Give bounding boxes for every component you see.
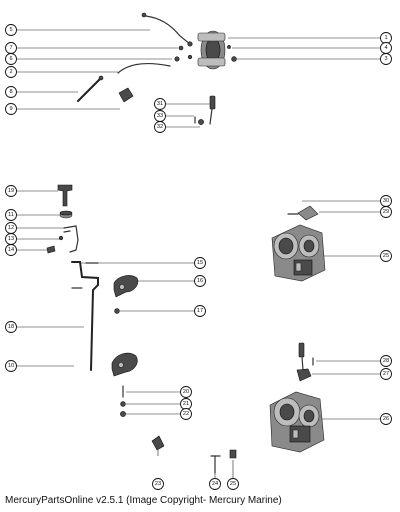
svg-text:14: 14 <box>8 247 14 253</box>
lever-assembly-top <box>194 95 216 125</box>
svg-text:6: 6 <box>9 56 12 62</box>
callout-5: 5 <box>5 24 17 36</box>
shift-shaft-part <box>71 261 99 371</box>
bushing-part <box>59 210 73 219</box>
upper-carburetor-part <box>271 205 326 282</box>
svg-text:25: 25 <box>230 481 236 487</box>
svg-text:24: 24 <box>212 481 218 487</box>
callout-22: 22 <box>180 408 192 420</box>
svg-text:19: 19 <box>8 188 14 194</box>
callout-4: 4 <box>380 42 392 54</box>
svg-text:17: 17 <box>197 308 203 314</box>
small-washers-left <box>46 235 64 254</box>
leader-lines-right <box>302 200 380 420</box>
svg-text:26: 26 <box>383 416 389 422</box>
svg-text:15: 15 <box>197 260 203 266</box>
svg-text:21: 21 <box>183 401 189 407</box>
callout-6: 6 <box>5 53 17 65</box>
callout-31-top: 31 <box>154 98 166 110</box>
callout-18: 18 <box>5 321 17 333</box>
link-rod-part <box>117 62 171 74</box>
pin-rod-part <box>77 75 104 102</box>
svg-text:1: 1 <box>384 35 387 41</box>
svg-text:18: 18 <box>8 324 14 330</box>
callout-9: 9 <box>5 103 17 115</box>
bellcrank-housing-part <box>197 30 226 70</box>
callout-15: 15 <box>194 257 206 269</box>
callout-20: 20 <box>180 386 192 398</box>
bolt-part <box>57 184 73 207</box>
callout-7: 7 <box>5 42 17 54</box>
callout-11: 11 <box>5 209 17 221</box>
svg-text:3: 3 <box>384 56 387 62</box>
svg-text:5: 5 <box>9 27 12 33</box>
svg-text:28: 28 <box>383 358 389 364</box>
callout-16: 16 <box>194 275 206 287</box>
knob-part <box>118 87 134 103</box>
svg-text:12: 12 <box>8 225 14 231</box>
svg-text:13: 13 <box>8 236 14 242</box>
callout-13: 13 <box>5 233 17 245</box>
svg-text:11: 11 <box>8 212 14 218</box>
callout-27: 27 <box>380 368 392 380</box>
small-pin-17 <box>114 308 120 314</box>
small-screws-top <box>174 45 237 62</box>
callout-1: 1 <box>380 32 392 44</box>
throttle-arm-assembly-right <box>296 342 314 382</box>
svg-text:23: 23 <box>155 481 161 487</box>
callout-30: 30 <box>380 195 392 207</box>
leader-lines-top <box>17 29 380 128</box>
callout-25-bottom: 25 <box>227 478 239 490</box>
callout-21: 21 <box>180 398 192 410</box>
callout-25-right: 25 <box>380 250 392 262</box>
lower-carburetor-part <box>269 391 325 453</box>
callout-10: 10 <box>5 360 17 372</box>
callout-33: 33 <box>154 110 166 122</box>
callout-19: 19 <box>5 185 17 197</box>
svg-text:22: 22 <box>183 411 189 417</box>
upper-shift-lever-part <box>113 275 139 298</box>
copyright-caption: MercuryPartsOnline v2.5.1 (Image Copyrig… <box>5 495 282 506</box>
leader-lines-left <box>17 190 194 415</box>
svg-text:4: 4 <box>384 45 387 51</box>
callout-14: 14 <box>5 244 17 256</box>
svg-text:10: 10 <box>8 363 14 369</box>
svg-text:2: 2 <box>9 69 12 75</box>
callout-29: 29 <box>380 206 392 218</box>
cable-wire-part <box>141 12 193 47</box>
svg-text:30: 30 <box>383 198 389 204</box>
svg-text:31: 31 <box>157 101 163 107</box>
callout-32: 32 <box>154 121 166 133</box>
svg-text:25: 25 <box>383 253 389 259</box>
svg-text:8: 8 <box>9 89 12 95</box>
svg-text:9: 9 <box>9 106 12 112</box>
exploded-parts-diagram: 5 7 6 2 8 9 1 4 3 31 33 32 19 11 12 13 1… <box>5 12 392 490</box>
callout-24: 24 <box>209 478 221 490</box>
small-parts-20-22 <box>120 385 126 417</box>
svg-text:20: 20 <box>183 389 189 395</box>
lower-shift-lever-part <box>111 352 138 377</box>
callout-12: 12 <box>5 222 17 234</box>
svg-text:27: 27 <box>383 371 389 377</box>
callout-26: 26 <box>380 413 392 425</box>
svg-text:29: 29 <box>383 209 389 215</box>
callout-17: 17 <box>194 305 206 317</box>
svg-text:32: 32 <box>157 124 163 130</box>
clamp-part <box>63 225 79 253</box>
svg-text:7: 7 <box>9 45 12 51</box>
callout-23: 23 <box>152 478 164 490</box>
callout-2: 2 <box>5 66 17 78</box>
callout-8: 8 <box>5 86 17 98</box>
small-parts-bottom <box>151 435 237 479</box>
svg-text:16: 16 <box>197 278 203 284</box>
callout-3: 3 <box>380 53 392 65</box>
callout-28: 28 <box>380 355 392 367</box>
svg-text:33: 33 <box>157 113 163 119</box>
